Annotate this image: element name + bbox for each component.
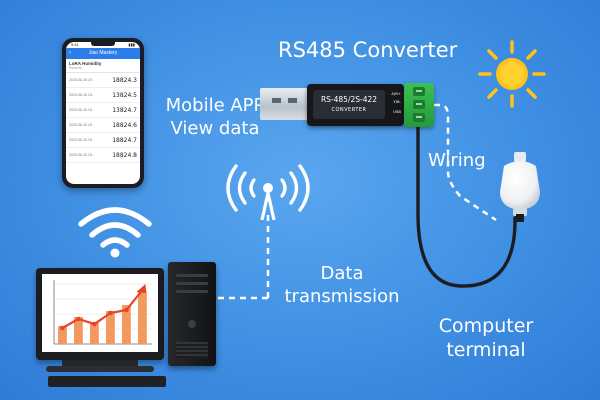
reading-value: 18824.6 <box>112 121 137 129</box>
list-item[interactable]: 2023-06-18 15: 13824.5 <box>66 88 140 103</box>
usb-plug-hole <box>288 98 297 103</box>
terminal-screw <box>413 87 425 96</box>
chart-trend-point <box>76 316 81 322</box>
drive-slot <box>176 282 208 285</box>
signal-icon: ▮▮▮ <box>128 42 135 47</box>
chart-trend-line <box>61 289 144 329</box>
data-transmission-line1: Data <box>320 263 364 284</box>
antenna-icon <box>226 164 310 220</box>
computer-monitor <box>36 268 164 360</box>
smartphone: 9:41 ▮▮▮ ‹ Jiao Mastery LoRA Humidity Re… <box>62 38 144 188</box>
reading-value: 13824.7 <box>112 106 137 114</box>
app-title: Jiao Mastery <box>88 50 118 56</box>
computer-tower <box>168 262 216 366</box>
reading-time: 2023-06-18 15: <box>69 138 93 142</box>
chart-bar <box>122 305 131 344</box>
pin-label: USB <box>393 109 401 114</box>
bar-chart-icon <box>53 280 152 345</box>
chart-trend-point <box>60 325 65 331</box>
chart-bar <box>90 322 99 344</box>
computer-terminal-line1: Computer <box>438 315 534 337</box>
reading-value: 18824.8 <box>112 151 137 159</box>
list-item[interactable]: 2023-06-18 15: 13824.7 <box>66 103 140 118</box>
chart-bar <box>138 292 147 344</box>
phone-screen: 9:41 ▮▮▮ ‹ Jiao Mastery LoRA Humidity Re… <box>66 42 140 184</box>
converter-label-plate: RS-485/2S-422 CONVERTER <box>313 90 385 119</box>
wiring-label: Wiring <box>428 150 486 171</box>
reading-time: 2023-06-18 15: <box>69 108 93 112</box>
terminal-screw <box>413 113 425 122</box>
tower-vent <box>176 342 208 358</box>
drive-slot <box>176 274 208 277</box>
mobile-app-line1: Mobile APP <box>165 95 265 116</box>
wifi-icon <box>78 207 152 258</box>
sun-icon <box>478 40 546 108</box>
power-button <box>188 320 196 328</box>
converter-caption: CONVERTER <box>331 107 367 113</box>
reading-value: 13824.5 <box>112 91 137 99</box>
computer-terminal-label: Computer terminal <box>420 314 552 362</box>
monitor-base <box>46 366 154 372</box>
phone-notch <box>91 42 115 46</box>
list-item[interactable]: 2023-06-18 15: 18824.6 <box>66 118 140 133</box>
chart-trend-point <box>92 321 97 327</box>
reading-value: 18824.7 <box>112 136 137 144</box>
phone-status-bar: 9:41 ▮▮▮ <box>66 42 140 48</box>
keyboard <box>48 376 166 387</box>
app-header: ‹ Jiao Mastery <box>66 48 140 59</box>
list-item[interactable]: 2023-06-18 15: 18824.7 <box>66 133 140 148</box>
data-transmission-line2: transmission <box>284 286 400 307</box>
converter-title: RS485 Converter <box>278 38 458 62</box>
list-item[interactable]: 2023-06-18 15: 18824.3 <box>66 73 140 88</box>
list-item[interactable]: 2023-06-18 15: 18824.8 <box>66 148 140 163</box>
back-arrow-icon[interactable]: ‹ <box>69 50 71 56</box>
chart-trend-point <box>108 310 113 316</box>
chart-bar <box>74 317 83 344</box>
data-transmission-label: Data transmission <box>262 262 422 308</box>
rs485-converter: RS-485/2S-422 CONVERTER A/B+ Y/B- USB <box>307 84 404 126</box>
mobile-app-line2: View data <box>170 118 260 139</box>
humidity-sensor-probe-icon <box>500 152 540 222</box>
card-subtitle: Records <box>66 66 140 73</box>
usb-plug <box>260 88 310 120</box>
computer-terminal-line2: terminal <box>446 339 526 361</box>
terminal-screw <box>413 100 425 109</box>
mobile-app-label: Mobile APP View data <box>150 94 280 140</box>
chart-trend-point <box>124 307 129 313</box>
converter-model: RS-485/2S-422 <box>320 95 378 104</box>
chart-bar <box>106 311 115 344</box>
monitor-screen <box>42 274 158 352</box>
monitor-stand <box>62 360 138 368</box>
reading-time: 2023-06-18 15: <box>69 78 93 82</box>
reading-value: 18824.3 <box>112 76 137 84</box>
status-time: 9:41 <box>71 42 79 47</box>
drive-slot <box>176 290 208 293</box>
chart-trend-arrowhead <box>136 284 147 293</box>
pin-label: Y/B- <box>393 99 401 104</box>
pin-label: A/B+ <box>391 91 401 96</box>
reading-time: 2023-06-18 15: <box>69 153 93 157</box>
usb-plug-hole <box>272 98 281 103</box>
chart-bar <box>58 326 67 344</box>
terminal-block <box>404 83 434 127</box>
reading-time: 2023-06-18 15: <box>69 123 93 127</box>
card-title: LoRA Humidity <box>69 61 102 66</box>
reading-time: 2023-06-18 15: <box>69 93 93 97</box>
